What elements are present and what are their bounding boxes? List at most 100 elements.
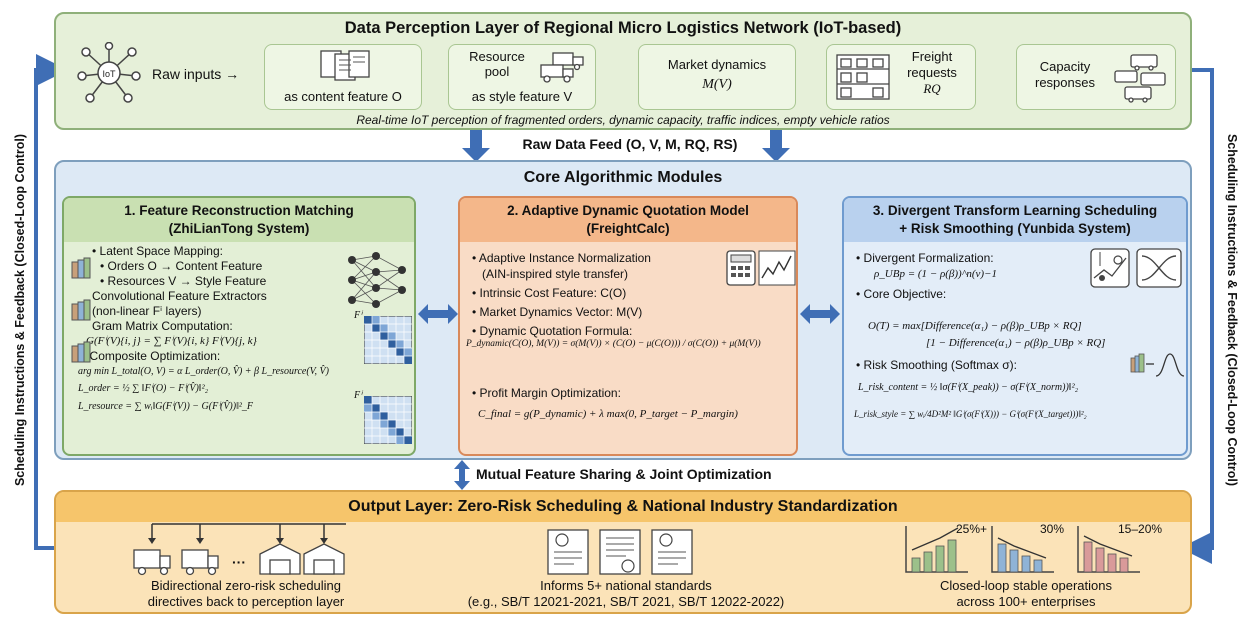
output-title: Output Layer: Zero-Risk Scheduling & Nat… [56, 492, 1190, 522]
m1-resource-formula: L_resource = ∑ wᵢ‖G(Fⁱ(V)) − G(Fⁱ(V̂))‖²… [78, 401, 253, 412]
resource-pool-card: Resource pool as style feature V [448, 44, 596, 110]
module-3: 3. Divergent Transform Learning Scheduli… [842, 196, 1188, 456]
standards-documents-icon [547, 529, 693, 575]
m2-ain-sub: (AIN-inspired style transfer) [482, 267, 629, 281]
module-1-subtitle: (ZhiLianTong System) [168, 221, 310, 236]
module-1: 1. Feature Reconstruction Matching (ZhiL… [62, 196, 416, 456]
neural-network-icon [348, 252, 406, 308]
output-layer: Output Layer: Zero-Risk Scheduling & Nat… [54, 490, 1192, 614]
feature-extractor-icons [71, 257, 91, 363]
raw-feed-arrows [462, 130, 790, 162]
mutual-sharing-arrow [454, 460, 470, 490]
m1-latent: Latent Space Mapping: [92, 244, 412, 259]
dots-ellipsis: ··· [232, 554, 246, 570]
softmax-curve-icon [1130, 353, 1184, 377]
side-label-right: Scheduling Instructions & Feedback (Clos… [1225, 133, 1239, 487]
gram-label-1: Fⁱ [354, 310, 362, 321]
module-2-title: 2. Adaptive Dynamic Quotation Model [507, 203, 749, 218]
market-line2: M(V) [702, 77, 732, 92]
documents-icon [320, 50, 370, 81]
warehouse-shelves-icon [836, 54, 890, 100]
m1-order-formula: L_order = ½ ∑ ‖Fⁱ(O) − Fⁱ(V̂)‖²₂ [78, 383, 209, 394]
line-chart-icon [758, 250, 796, 286]
freight-line2: requests [907, 65, 957, 80]
pct-2: 30% [1040, 522, 1065, 536]
m3-core-formula-2: [1 − Difference(α₁) − ρ(β)ρ_UBp × RQ] [926, 337, 1106, 349]
m1-orders: Orders O → Content Feature [100, 259, 412, 274]
output-c3-line1: Closed-loop stable operations [940, 578, 1112, 593]
map-route-icon [1090, 248, 1130, 288]
reduction-chart-icon-2 [991, 526, 1054, 573]
capacity-responses-card: Capacity responses [1016, 44, 1176, 110]
output-c2-line1: Informs 5+ national standards [540, 578, 712, 593]
m1-argmin-formula: arg min L_total(O, V) = α L_order(O, V̂)… [78, 366, 329, 377]
market-dynamics-card: Market dynamics M(V) [638, 44, 796, 110]
m2-profit: Profit Margin Optimization: [472, 386, 792, 400]
perception-layer: Data Perception Layer of Regional Micro … [54, 12, 1192, 130]
traffic-vehicles-icon [1114, 54, 1166, 103]
module-3-title: 3. Divergent Transform Learning Scheduli… [872, 203, 1158, 218]
freight-line1: Freight [911, 49, 953, 64]
capacity-line2: responses [1035, 75, 1095, 90]
m1-resources: Resources V → Style Feature [100, 274, 412, 289]
m2-dynamic: Dynamic Quotation Formula: [472, 323, 792, 339]
trucks-icon [540, 52, 584, 83]
reduction-chart-icon-3 [1077, 526, 1140, 573]
m2-intrinsic: Intrinsic Cost Feature: C(O) [472, 285, 792, 301]
m2-final-formula: C_final = g(P_dynamic) + λ max(0, P_targ… [478, 408, 738, 420]
module-2-subtitle: (FreightCalc) [586, 221, 670, 236]
m1-gram-formula: G(Fⁱ(V){i, j} = ∑ Fⁱ(V){i, k} Fⁱ(V){j, k… [86, 335, 257, 347]
m3-risk: Risk Smoothing (Softmax σ): [856, 358, 1017, 372]
side-label-left: Scheduling Instructions & Feedback (Clos… [13, 133, 27, 487]
capacity-line1: Capacity [1039, 59, 1091, 74]
resource-pool-line2: pool [484, 64, 510, 79]
module-3-subtitle: + Risk Smoothing (Yunbida System) [899, 221, 1131, 236]
raw-inputs-label: Raw inputs → [152, 66, 240, 82]
m1-conv: Convolutional Feature Extractors [92, 289, 267, 303]
iot-label: IoT [102, 69, 116, 79]
raw-data-feed-label: Raw Data Feed (O, V, M, RQ, RS) [522, 136, 738, 152]
resource-pool-line1: Resource [469, 49, 525, 64]
m3-divergent: Divergent Formalization: [856, 250, 1106, 266]
gram-matrix-icon-1 [364, 316, 412, 364]
pct-1: 25%+ [956, 522, 988, 536]
iot-network-icon: IoT [77, 42, 141, 103]
divergence-icon [1136, 248, 1182, 288]
m3-core: Core Objective: [856, 286, 1106, 302]
output-c1-line2: directives back to perception layer [147, 594, 345, 609]
m1-composite: Composite Optimization: [82, 349, 412, 364]
gram-label-2: Fⁱ [354, 390, 362, 401]
core-title: Core Algorithmic Modules [523, 169, 723, 186]
m3-risk-style: L_risk_style = ∑ wᵢ/4D²M² ‖Gⁱ(σ(Fⁱ(X))) … [854, 409, 1087, 419]
freight-requests-card: Freight requests RQ [826, 44, 976, 110]
scheduling-directives-icons [133, 523, 346, 576]
m3-core-formula-1: O(T) = max[Difference(α₁) − ρ(β)ρ_UBp × … [868, 320, 1082, 332]
bidirectional-arrow-2 [800, 304, 840, 324]
m2-ain: Adaptive Instance Normalization [472, 250, 792, 266]
m3-divergent-formula: ρ_UBp = (1 − ρ(β))^n(v)−1 [874, 268, 997, 280]
core-modules-container: Core Algorithmic Modules 1. Feature Reco… [54, 160, 1192, 460]
mutual-sharing-label: Mutual Feature Sharing & Joint Optimizat… [476, 466, 772, 482]
bidirectional-arrow-1 [418, 304, 458, 324]
m1-gram: Gram Matrix Computation: [92, 319, 233, 333]
output-c1-line1: Bidirectional zero-risk scheduling [150, 578, 342, 593]
m2-market: Market Dynamics Vector: M(V) [472, 304, 792, 320]
output-c3-line2: across 100+ enterprises [956, 594, 1096, 609]
output-c2-line2: (e.g., SB/T 12021-2021, SB/T 2021, SB/T … [467, 594, 785, 609]
gram-matrix-icon-2 [364, 396, 412, 444]
m2-dynamic-formula: P_dynamic(C(O), M(V)) = σ(M(V)) × (C(O) … [466, 339, 761, 349]
pct-3: 15–20% [1118, 522, 1163, 536]
perception-caption: Real-time IoT perception of fragmented o… [356, 113, 890, 127]
freight-line3: RQ [923, 81, 941, 96]
module-1-title: 1. Feature Reconstruction Matching [124, 203, 354, 218]
module-2: 2. Adaptive Dynamic Quotation Model (Fre… [458, 196, 798, 456]
m3-risk-content: L_risk_content = ½ ‖σ(Fⁱ(X_peak)) − σ(Fⁱ… [858, 382, 1079, 393]
resource-pool-line3: as style feature V [471, 89, 573, 104]
growth-chart-icon-1 [905, 526, 968, 573]
m1-nonlinear: (non-linear Fⁱ layers) [92, 304, 202, 318]
content-feature-label: as content feature O [284, 89, 402, 104]
perception-title: Data Perception Layer of Regional Micro … [344, 19, 902, 37]
calculator-icon [726, 250, 756, 286]
content-feature-card: as content feature O [264, 44, 422, 110]
